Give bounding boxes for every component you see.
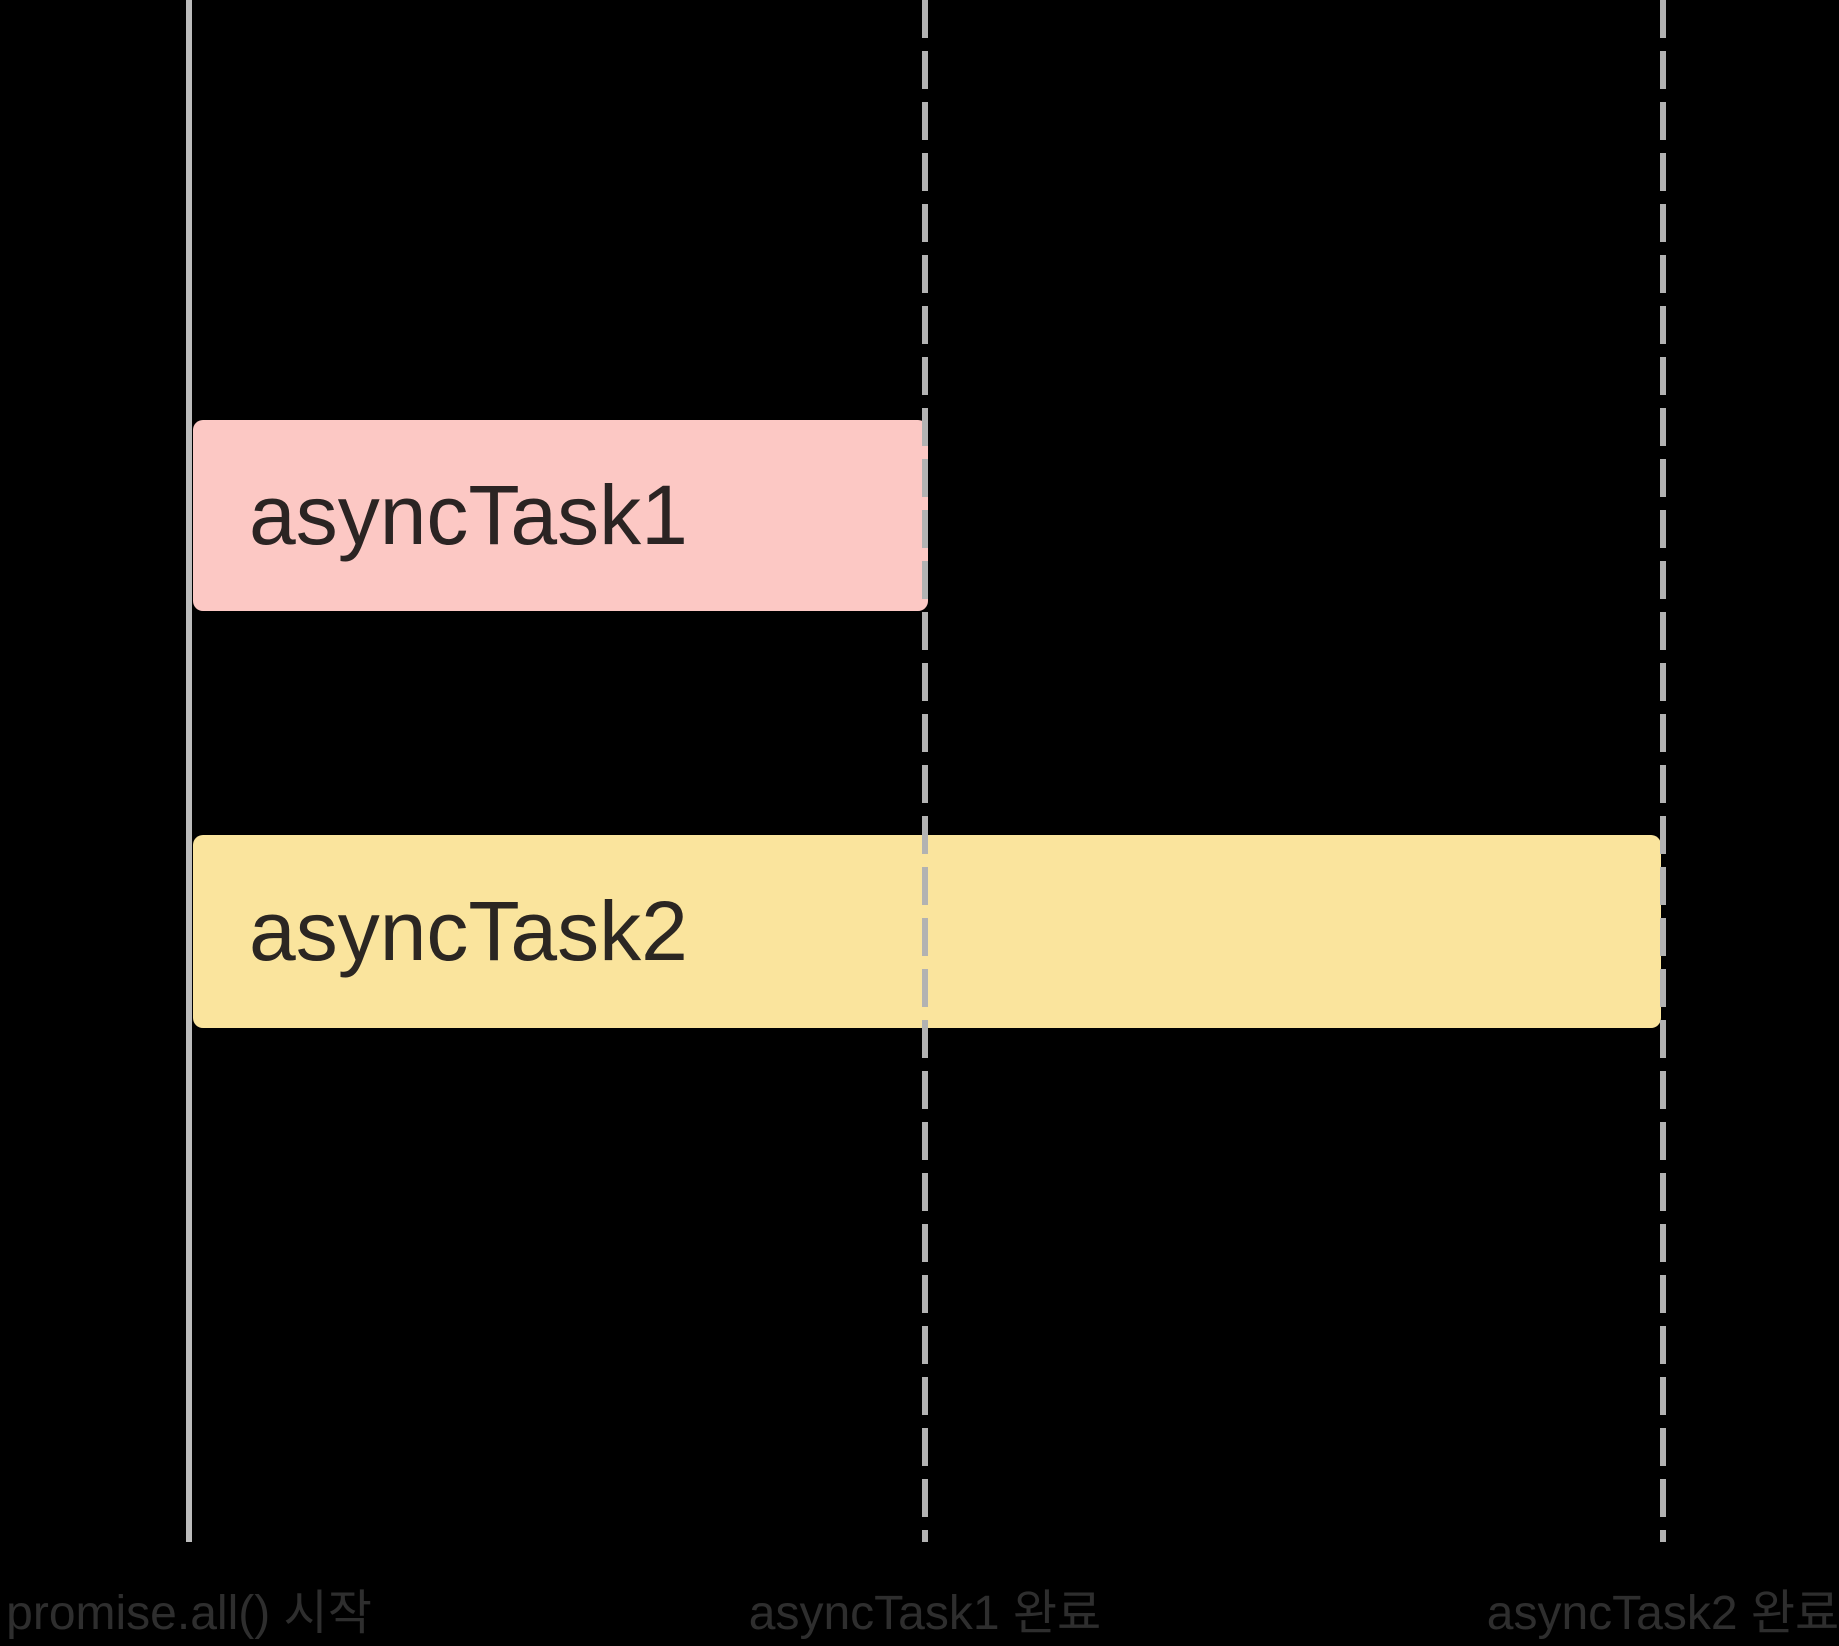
task-bar-label: asyncTask2 (249, 884, 688, 978)
start-timeline-line (186, 0, 192, 1542)
milestone-label-task1-complete: asyncTask1 완료 (748, 1587, 1102, 1640)
task-bar-label: asyncTask1 (249, 468, 688, 562)
milestone-label-task2-complete: asyncTask2 완료 (1486, 1587, 1839, 1640)
task1-complete-dashed-line (922, 0, 928, 1542)
task-bar-async-task1: asyncTask1 (193, 420, 928, 611)
milestone-label-promise-all-start: promise.all() 시작 (6, 1587, 372, 1640)
task2-complete-dashed-line (1660, 0, 1666, 1542)
